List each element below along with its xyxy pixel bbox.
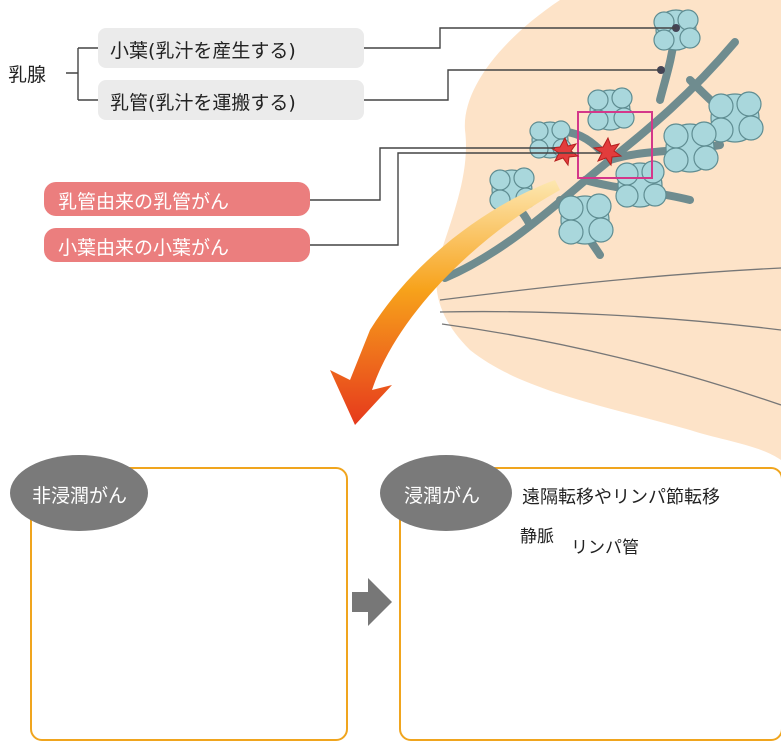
zoom-box bbox=[577, 111, 653, 179]
lobular-cancer-label: 小葉由来の小葉がん bbox=[58, 237, 230, 259]
gland-label: 乳腺 bbox=[8, 64, 47, 86]
invasive-title-oval: 浸潤がん bbox=[380, 455, 512, 531]
duct-label: 乳管(乳汁を運搬する) bbox=[110, 92, 296, 114]
contour-lines bbox=[439, 267, 781, 406]
lobule-label-box: 小葉(乳汁を産生する) bbox=[98, 28, 364, 68]
leader-lines bbox=[66, 27, 676, 246]
noninvasive-title: 非浸潤がん bbox=[32, 485, 128, 507]
lobular-cancer-pill: 小葉由来の小葉がん bbox=[44, 228, 310, 262]
noninvasive-title-oval: 非浸潤がん bbox=[10, 455, 148, 531]
vein-label: 静脈 bbox=[520, 527, 554, 547]
gray-right-arrow bbox=[352, 578, 392, 626]
ductal-cancer-label: 乳管由来の乳管がん bbox=[58, 191, 230, 213]
lobule-clusters bbox=[489, 9, 764, 245]
metastasis-label: 遠隔転移やリンパ節転移 bbox=[522, 487, 720, 508]
orange-gradient-arrow bbox=[330, 180, 560, 425]
duct-label-box: 乳管(乳汁を運搬する) bbox=[98, 80, 364, 120]
ductal-cancer-pill: 乳管由来の乳管がん bbox=[44, 182, 310, 216]
invasive-title: 浸潤がん bbox=[404, 485, 481, 507]
lymph-label: リンパ管 bbox=[571, 538, 639, 558]
lobule-label: 小葉(乳汁を産生する) bbox=[110, 40, 296, 62]
